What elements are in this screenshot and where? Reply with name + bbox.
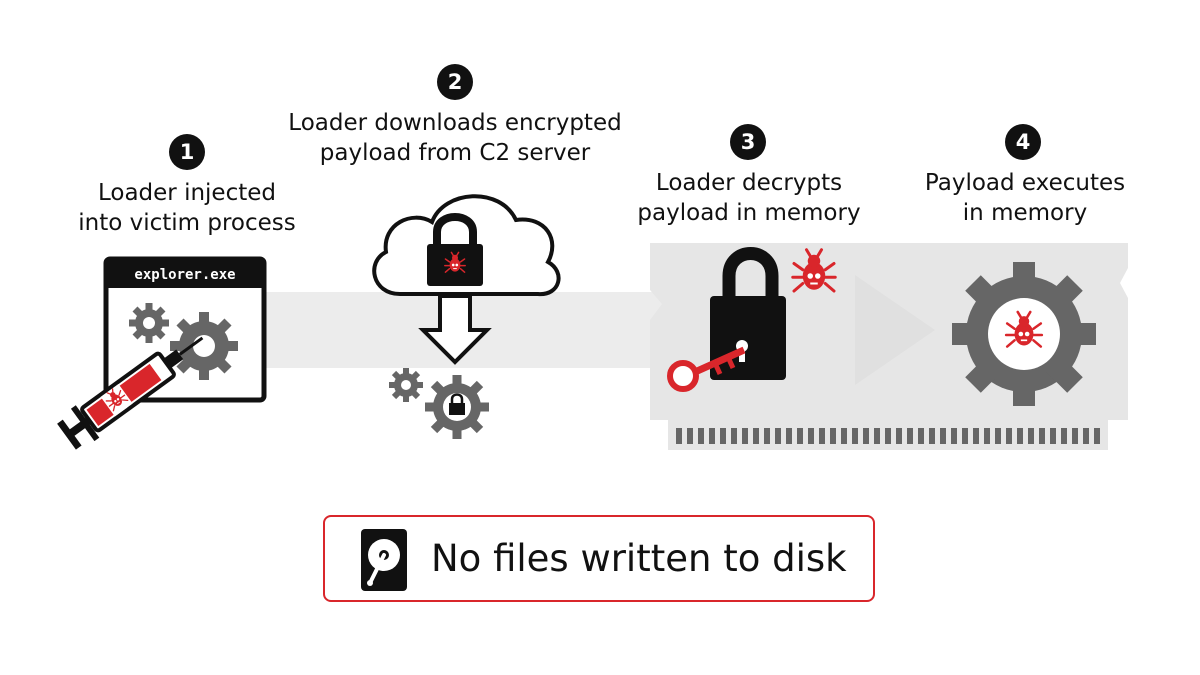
payload-gear-icon	[952, 262, 1096, 406]
ram-pin	[786, 428, 792, 444]
ram-pin	[1017, 428, 1023, 444]
ram-pin	[709, 428, 715, 444]
key-icon	[667, 346, 746, 392]
ram-pin	[1006, 428, 1012, 444]
ram-pin	[885, 428, 891, 444]
step-1-badge: 1	[169, 134, 205, 170]
ram-pin	[808, 428, 814, 444]
syringe-icon	[57, 336, 204, 450]
ram-pin	[687, 428, 693, 444]
ram-pin	[1094, 428, 1100, 444]
ram-pin	[797, 428, 803, 444]
flow-arrow-head	[855, 275, 935, 385]
locked-payload-icon	[427, 213, 483, 286]
hard-drive-icon	[361, 529, 407, 591]
ram-pin	[951, 428, 957, 444]
ram-pin	[731, 428, 737, 444]
gear-locked-icon	[425, 375, 489, 439]
step-2-caption: Loader downloads encrypted payload from …	[288, 110, 622, 166]
no-disk-notice: No files written to disk	[323, 515, 875, 602]
ram-pin	[962, 428, 968, 444]
gear-small-icon	[129, 303, 169, 343]
ram-pin	[753, 428, 759, 444]
ram-pin	[918, 428, 924, 444]
ram-pin	[819, 428, 825, 444]
ram-pin	[764, 428, 770, 444]
ram-pin	[841, 428, 847, 444]
ram-pin	[1028, 428, 1034, 444]
step-4-caption: Payload executes in memory	[924, 170, 1126, 226]
ram-pin	[1039, 428, 1045, 444]
gear-small-icon-2	[389, 368, 423, 402]
ram-pin	[676, 428, 682, 444]
ram-pin	[1072, 428, 1078, 444]
explorer-window: explorer.exe	[103, 256, 267, 403]
ram-pin	[929, 428, 935, 444]
notice-text: No files written to disk	[431, 537, 847, 580]
ram-pin	[775, 428, 781, 444]
ram-pin	[1061, 428, 1067, 444]
step-3-badge: 3	[730, 124, 766, 160]
ram-pin	[830, 428, 836, 444]
step-2-badge: 2	[437, 64, 473, 100]
download-arrow	[418, 294, 492, 365]
ram-pin	[720, 428, 726, 444]
window-title: explorer.exe	[134, 267, 235, 283]
ram-pin	[1083, 428, 1089, 444]
ram-pin	[907, 428, 913, 444]
ram-pin	[852, 428, 858, 444]
ram-pin	[995, 428, 1001, 444]
ram-pin	[940, 428, 946, 444]
step-1-caption: Loader injected into victim process	[78, 180, 296, 236]
ram-pin	[863, 428, 869, 444]
gear-large-icon	[170, 312, 238, 380]
ram-pin	[973, 428, 979, 444]
ram-pin	[742, 428, 748, 444]
ram-pin	[984, 428, 990, 444]
ram-pin	[874, 428, 880, 444]
step-3-caption: Loader decrypts payload in memory	[637, 170, 861, 226]
ram-pin	[698, 428, 704, 444]
step-4-badge: 4	[1005, 124, 1041, 160]
ram-pin	[896, 428, 902, 444]
ram-pin	[1050, 428, 1056, 444]
